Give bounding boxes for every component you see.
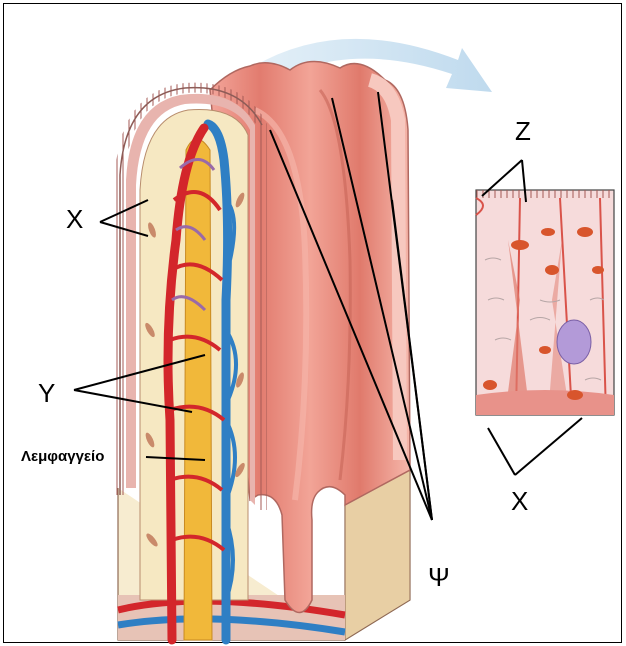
label-x-left: X bbox=[66, 204, 83, 235]
enterocyte-inset bbox=[476, 190, 614, 415]
label-lymphatic: Λεμφαγγείο bbox=[21, 448, 104, 465]
nucleus bbox=[557, 320, 591, 364]
label-y: Y bbox=[38, 378, 55, 409]
label-x-right: X bbox=[511, 486, 528, 517]
lacteal bbox=[184, 139, 212, 640]
label-psi: Ψ bbox=[428, 562, 450, 593]
label-z: Z bbox=[515, 116, 531, 147]
